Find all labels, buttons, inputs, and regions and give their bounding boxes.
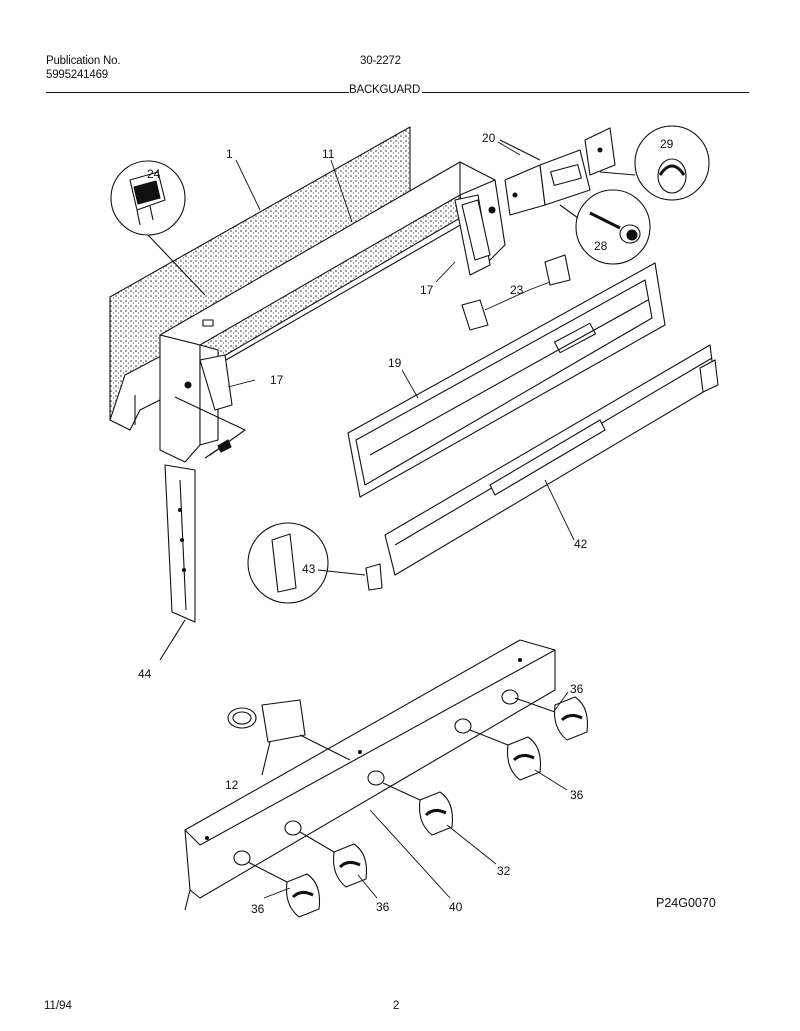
knob-36-lower-left <box>247 861 321 918</box>
callout-36-center: 36 <box>376 900 390 914</box>
footer-date: 11/94 <box>44 1000 72 1012</box>
callout-24: 24 <box>147 167 161 181</box>
knob-32 <box>382 782 454 836</box>
callout-1: 1 <box>226 147 233 161</box>
thermostat-part <box>227 699 351 776</box>
callout-36-left: 36 <box>251 902 265 916</box>
bracket-left-part <box>199 354 233 411</box>
screw-part <box>174 396 246 459</box>
rocker-switch-inset <box>110 160 206 296</box>
callout-17-left: 17 <box>270 373 284 387</box>
knob-36-top <box>514 696 589 741</box>
section-title: BACKGUARD <box>349 84 423 96</box>
control-panel-part <box>347 262 666 498</box>
document-code: 30-2272 <box>360 55 401 67</box>
callout-43: 43 <box>302 562 316 576</box>
callout-40: 40 <box>449 900 463 914</box>
end-cap-inset-43 <box>247 522 383 604</box>
clip-upper-part <box>544 254 571 286</box>
callout-36-right: 36 <box>570 788 584 802</box>
callout-42: 42 <box>574 537 588 551</box>
callout-20: 20 <box>482 131 496 145</box>
callout-44: 44 <box>138 667 152 681</box>
clip-lower-part <box>461 299 489 331</box>
callout-29: 29 <box>660 137 674 151</box>
callout-23: 23 <box>510 283 524 297</box>
callout-17-right: 17 <box>420 283 434 297</box>
publication-number: 5995241469 <box>46 69 108 81</box>
side-trim-part <box>159 464 196 661</box>
figure-code: P24G0070 <box>656 896 716 910</box>
publication-label: Publication No. <box>46 55 121 67</box>
knob-36-upper <box>469 729 542 781</box>
bracket-right-part <box>461 199 491 261</box>
knob-36-lower-right <box>299 831 368 888</box>
manifold-panel-part <box>184 639 556 911</box>
callout-19: 19 <box>388 356 402 370</box>
page-number: 2 <box>393 1000 400 1012</box>
callout-12: 12 <box>225 778 239 792</box>
leader-lines <box>227 141 575 899</box>
shaft-inset-28 <box>559 189 651 265</box>
callout-32: 32 <box>497 864 511 878</box>
trim-strip-part <box>384 344 719 576</box>
callout-36-top: 36 <box>570 682 584 696</box>
callout-28: 28 <box>594 239 608 253</box>
clock-timer-part <box>499 127 616 216</box>
callout-labels: 1 11 24 20 29 28 17 23 17 19 42 43 44 12… <box>138 131 674 916</box>
knob-inset-29 <box>599 125 710 201</box>
callout-11: 11 <box>322 147 335 161</box>
